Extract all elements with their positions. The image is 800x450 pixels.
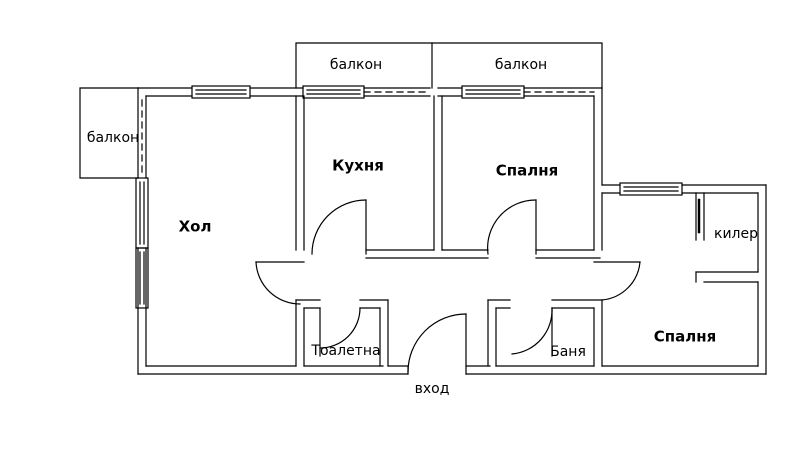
entrance-label: вход [414,381,450,397]
room-label-storage: килер [713,226,759,242]
balcony-label-left: балкон [86,130,140,146]
balcony-outlines [79,42,603,179]
balcony-label-top-right: балкон [494,57,548,73]
interior-walls [295,95,759,367]
room-label-bedroom-right: Спалня [653,327,717,346]
room-label-toilet: Тоалетна [311,343,381,359]
room-label-bedroom-top: Спалня [495,161,559,180]
room-label-kitchen: Кухня [332,156,384,175]
balcony-label-top-left: балкон [329,57,383,73]
outer-walls [137,87,767,375]
balcony-doors [141,91,595,177]
door-swings [255,199,641,375]
room-label-bathroom: Баня [550,344,586,360]
windows [135,85,683,309]
room-label-living-room: Хол [178,217,212,236]
